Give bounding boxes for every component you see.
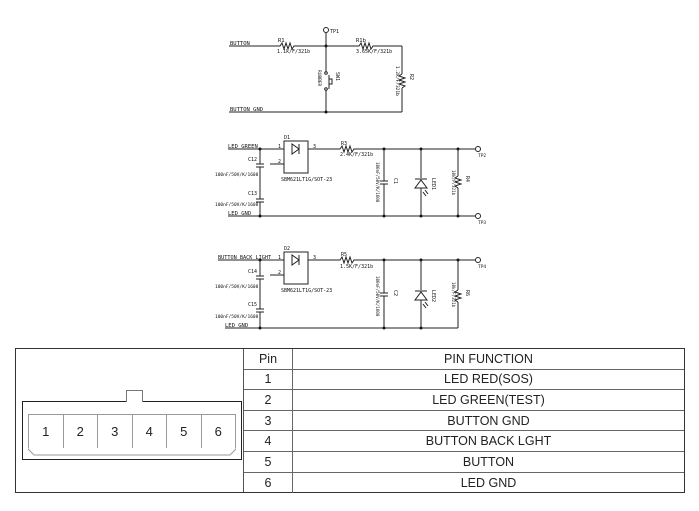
- net-label-led-gnd: LED_GND: [228, 211, 251, 217]
- r1b-resistor: [346, 41, 402, 51]
- c13-value: 100nF/50V/K/1608: [215, 202, 259, 208]
- d2-package: [283, 251, 309, 285]
- c12-ref: C12: [248, 157, 257, 163]
- r2-resistor: [397, 73, 407, 89]
- table-row-function: LED GREEN(TEST): [293, 390, 684, 411]
- led2-ref: LED2: [430, 290, 436, 302]
- d1-pin3: 3: [313, 144, 316, 150]
- d2-pin2: 2: [278, 270, 281, 276]
- table-row-pin: 1: [244, 369, 293, 391]
- r5-value: 1.5K/F/321b: [340, 264, 373, 270]
- net-label-button: BUTTON: [230, 41, 250, 47]
- led-green-circuit: LED_GREEN D1 1 2 3 SBM621LT1G/SOT-23 C12…: [215, 135, 486, 226]
- tp1-label: TP1: [330, 29, 339, 35]
- table-row-pin: 6: [244, 472, 293, 494]
- d2-part: SBM621LT1G/SOT-23: [281, 288, 332, 294]
- d1-pin1: 1: [278, 144, 281, 150]
- table-row-pin: 4: [244, 431, 293, 452]
- net-label-button-gnd: BUTTON_GND: [230, 107, 263, 113]
- connector-base: [28, 448, 236, 456]
- d2-pin1: 1: [278, 255, 281, 261]
- pin-function-grid: Pin PIN FUNCTION 1 LED RED(SOS) 2 LED GR…: [244, 349, 684, 494]
- table-row-function: BUTTON BACK LGHT: [293, 431, 684, 452]
- r1-ref: R1: [278, 38, 285, 44]
- connector-pin: 3: [98, 415, 133, 448]
- r4-value: 10k/F/321b: [451, 170, 456, 196]
- table-row-function: LED GND: [460, 475, 517, 490]
- header-pin: Pin: [244, 349, 293, 370]
- r3-ref: R3: [341, 141, 347, 147]
- table-row-pin: 2: [244, 390, 293, 411]
- d1-ref: D1: [284, 135, 290, 141]
- r4-ref: R4: [464, 176, 470, 182]
- connector-pin: 6: [214, 424, 222, 439]
- c14-value: 100nF/50V/K/1608: [215, 284, 259, 290]
- c12-value: 100nF/50V/K/1608: [215, 172, 259, 178]
- d1-part: SBM621LT1G/SOT-23: [281, 177, 332, 183]
- net-label-led-green: LED_GREEN: [228, 144, 258, 150]
- d2-ref: D2: [284, 246, 290, 252]
- table-row-pin: 3: [244, 410, 293, 432]
- pin-table: 1 2 3 4 5 6 Pin PIN FUNCTION 1 LED RED(S…: [15, 348, 685, 494]
- r1-resistor: [277, 41, 297, 51]
- c2-ref: C2: [392, 290, 398, 296]
- tp2-label: TP2: [478, 153, 486, 159]
- r6-ref: R6: [464, 290, 470, 296]
- connector-pin: 2: [64, 415, 98, 448]
- table-row-pin: 5: [244, 451, 293, 473]
- r3-value: 2.4K/F/321b: [340, 152, 373, 158]
- table-row-function: BUTTON: [293, 452, 684, 473]
- r1-value: 1.1k/F/321b: [277, 49, 310, 55]
- r5-ref: R5: [341, 252, 347, 258]
- r6-value: 10k/F/321b: [451, 282, 456, 308]
- r6-resistor: [453, 289, 463, 303]
- tp4-label: TP4: [478, 264, 486, 270]
- led1-ref: LED1: [430, 178, 436, 190]
- c2-value: 100nF/50V/K/1608: [375, 276, 380, 317]
- r2-value: 1.2k/F/321b: [394, 66, 400, 96]
- connector-pin: 1: [29, 415, 64, 448]
- led1-diode: [414, 179, 428, 189]
- connector-pin: 5: [167, 415, 202, 448]
- c1-ref: C1: [392, 178, 398, 184]
- button-circuit: BUTTON R1 1.1k/F/321b TP1 R1b 3.65K/F/32…: [229, 27, 414, 114]
- backlight-circuit: BUTTON_BACK_LIGHT D2 1 2 3 SBM621LT1G/SO…: [215, 246, 486, 330]
- c15-value: 100nF/50V/K/1608: [215, 314, 259, 320]
- net-label-button-back-light: BUTTON_BACK_LIGHT: [218, 255, 271, 261]
- d1-pin2: 2: [278, 159, 281, 165]
- tp2-testpoint: [475, 146, 481, 152]
- switch-ref: SW1: [334, 72, 340, 81]
- tp1-testpoint: [323, 27, 329, 33]
- c14-ref: C14: [248, 269, 257, 275]
- r1b-ref: R1b: [356, 38, 366, 44]
- c1-value: 100nF/50V/K/1608: [375, 162, 380, 203]
- r5-resistor: [337, 255, 475, 265]
- d2-pin3: 3: [313, 255, 316, 261]
- r3-resistor: [337, 144, 475, 154]
- table-row-function: BUTTON GND: [293, 411, 684, 432]
- tp3-testpoint: [475, 213, 481, 219]
- schematic: BUTTON R1 1.1k/F/321b TP1 R1b 3.65K/F/32…: [215, 27, 486, 330]
- c13-ref: C13: [248, 191, 257, 197]
- connector-pin: 4: [133, 415, 167, 448]
- connector-drawing: 1 2 3 4 5 6: [22, 390, 242, 460]
- connector-body: 1 2 3 4 5 6: [28, 414, 236, 448]
- tp4-testpoint: [475, 257, 481, 263]
- switch-value: RUBBER: [316, 70, 322, 87]
- connector-cell: 1 2 3 4 5 6: [16, 349, 244, 492]
- r4-resistor: [453, 175, 463, 189]
- tp3-label: TP3: [478, 220, 486, 226]
- r2-ref: R2: [408, 74, 414, 80]
- table-row-function: LED RED(SOS): [293, 370, 684, 391]
- led2-diode: [414, 291, 428, 301]
- header-pin-function: PIN FUNCTION: [293, 349, 684, 370]
- c15-ref: C15: [248, 302, 257, 308]
- d1-package: [283, 140, 309, 174]
- net-label-led-gnd-2: LED_GND: [225, 323, 248, 329]
- connector-key: [126, 390, 143, 402]
- r1b-value: 3.65K/F/321b: [356, 49, 392, 55]
